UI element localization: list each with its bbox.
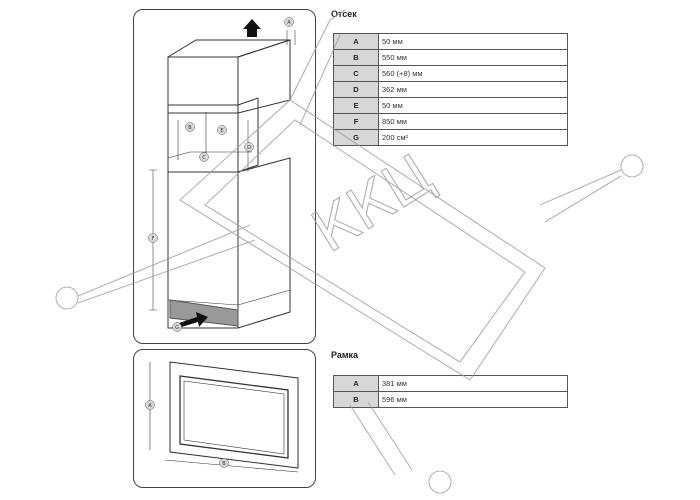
- dim-value: 596 мм: [378, 391, 568, 408]
- dim-value: 850 мм: [378, 113, 568, 130]
- dimension-lines: [149, 30, 296, 311]
- airflow-arrows: [176, 19, 261, 328]
- frame-label-a: A: [145, 400, 155, 410]
- label-a: A: [284, 17, 294, 27]
- dim-key: E: [333, 97, 379, 114]
- label-text: A: [287, 20, 291, 26]
- label-text: B: [188, 125, 192, 131]
- cabinet-drawing: [167, 39, 291, 329]
- label-e: E: [217, 125, 227, 135]
- dim-key: A: [333, 33, 379, 50]
- dim-value: 50 мм: [378, 33, 568, 50]
- label-text: E: [220, 128, 223, 134]
- frame-labels: A B: [145, 400, 229, 468]
- label-f: F: [148, 233, 158, 243]
- label-text: B: [222, 461, 226, 467]
- label-text: A: [148, 403, 152, 409]
- label-d: D: [244, 142, 254, 152]
- frame-drawing: [149, 361, 299, 473]
- arrow-up-icon: [243, 19, 261, 37]
- label-text: F: [152, 236, 155, 242]
- frame-heading: Рамка: [331, 350, 359, 360]
- dim-value: 50 мм: [378, 97, 568, 114]
- label-c: C: [199, 152, 209, 162]
- dim-value: 550 мм: [378, 49, 568, 66]
- dim-key: B: [333, 391, 379, 408]
- dim-value: 362 мм: [378, 81, 568, 98]
- dim-value: 560 (+8) мм: [378, 65, 568, 82]
- label-text: G: [175, 325, 179, 331]
- label-b: B: [185, 122, 195, 132]
- dim-key: F: [333, 113, 379, 130]
- cabinet-labels: A B E D C F G: [148, 17, 294, 332]
- compartment-heading: Отсек: [331, 9, 357, 19]
- dim-value: 200 см²: [378, 129, 568, 146]
- dim-key: B: [333, 49, 379, 66]
- frame-label-b: B: [219, 458, 229, 468]
- label-text: C: [202, 155, 206, 161]
- dim-key: A: [333, 375, 379, 392]
- dim-key: D: [333, 81, 379, 98]
- label-text: D: [247, 145, 251, 151]
- dim-key: G: [333, 129, 379, 146]
- label-g: G: [172, 322, 182, 332]
- dim-key: C: [333, 65, 379, 82]
- dim-value: 381 мм: [378, 375, 568, 392]
